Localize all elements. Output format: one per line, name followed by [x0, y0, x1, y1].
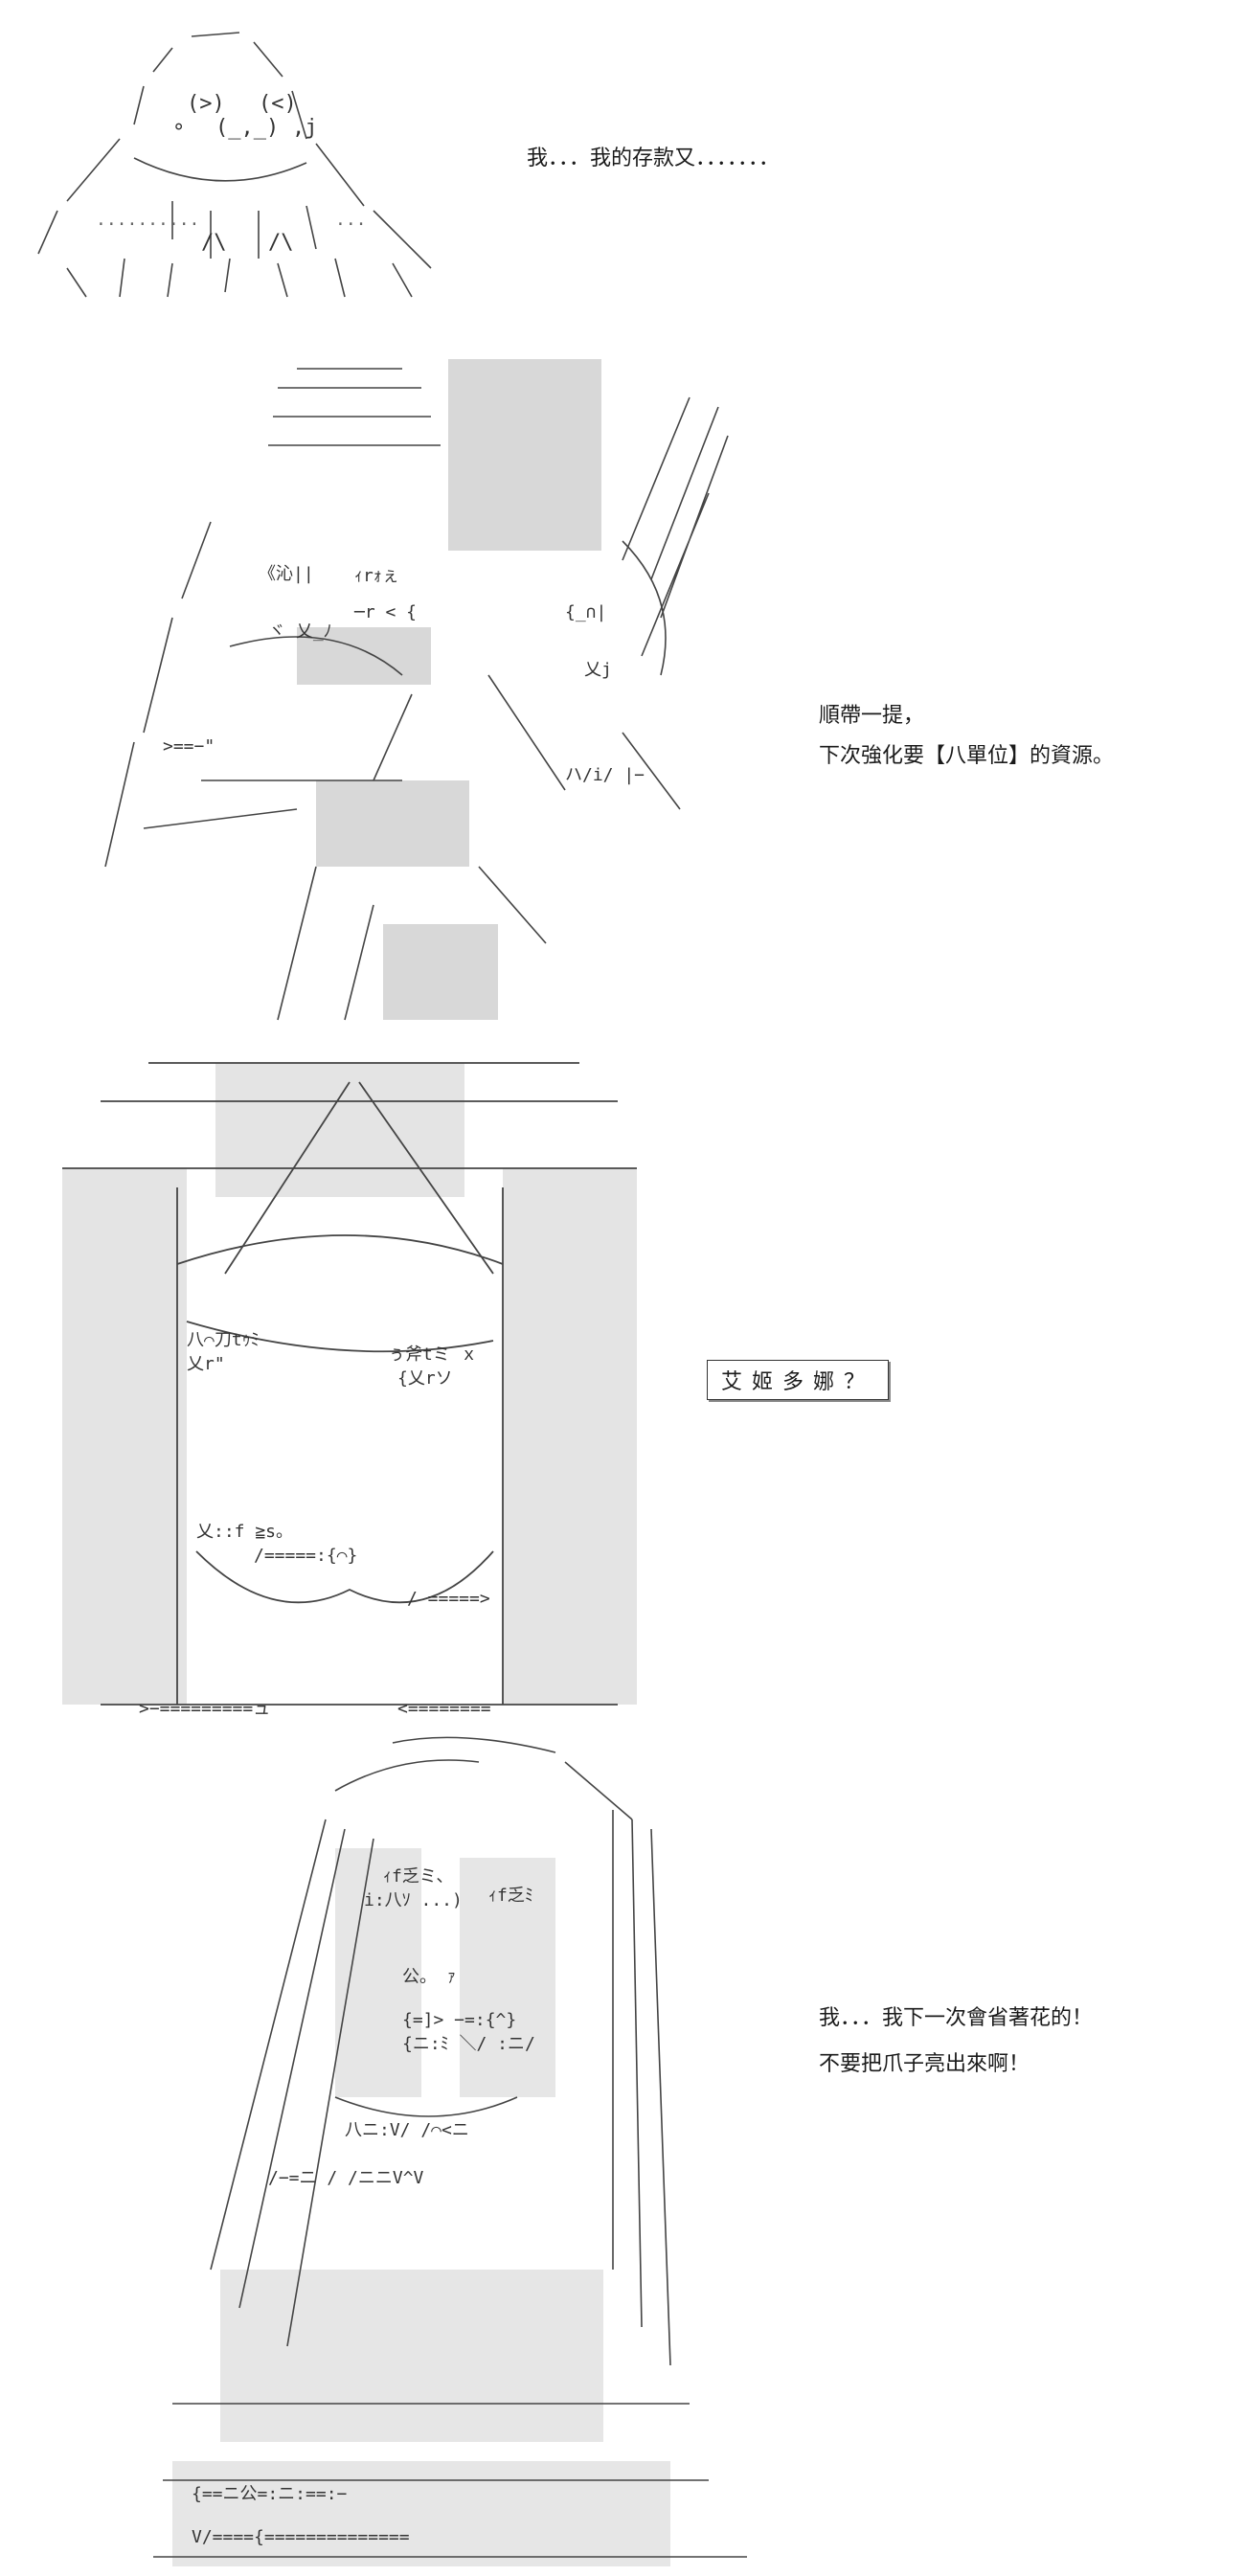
svg-text:《沁||: 《沁||: [259, 564, 314, 584]
svg-text:ぅ斧tミ ｘ: ぅ斧tミ ｘ: [388, 1344, 478, 1365]
svg-text:>==−": >==−": [163, 736, 215, 757]
caption-panel-2: 順帶一提， 下次強化要【八單位】的資源。: [819, 704, 1115, 768]
svg-text:<========: <========: [397, 1699, 491, 1719]
svg-text:{_∩|: {_∩|: [565, 602, 606, 622]
svg-text:°: °: [172, 121, 185, 145]
panel-3: 八⌒刀tｩﾐ ぅ斧tミ ｘ 乂r" {乂rソ 乂::f ≧s。 /=====:{…: [0, 1044, 1245, 1733]
caption-panel-4: 我．．．我下一次會省著花的！ 不要把爪子亮出來啊！: [819, 2006, 1094, 2076]
svg-text:(_,_): (_,_): [215, 116, 279, 140]
svg-text:{乂rソ: {乂rソ: [397, 1368, 453, 1389]
svg-text:(>): (>): [187, 92, 225, 116]
svg-text:/−=ニ / /ニニV^V: /−=ニ / /ニニV^V: [268, 2168, 424, 2188]
svg-text:{ニ:ﾐ ＼/ :ニ/: {ニ:ﾐ ＼/ :ニ/: [402, 2034, 535, 2054]
svg-text:{==ニ公=:ニ:==:−: {==ニ公=:ニ:==:−: [192, 2484, 348, 2504]
svg-text:i:八ｿ ...): i:八ｿ ...): [364, 1890, 463, 1910]
panel-2: 《沁|| ｨrｫぇ ヾ 乂_ﾉ ─r < { 乂j {_∩| >==−" ハ/i…: [0, 316, 1245, 1044]
svg-text:/\: /\: [201, 231, 227, 255]
svg-text:/\: /\: [268, 231, 294, 255]
svg-text:/ =====>: / =====>: [407, 1589, 490, 1609]
svg-text:(<): (<): [259, 92, 297, 116]
svg-text:V/===={==============: V/===={==============: [192, 2527, 410, 2547]
svg-text:/=====:{⌒}: /=====:{⌒}: [254, 1546, 357, 1566]
svg-text:,j: ,j: [292, 116, 318, 140]
character-name-box: 艾姬多娜？: [707, 1360, 890, 1400]
svg-text:乂r": 乂r": [187, 1354, 225, 1374]
svg-text:{=]> −=:{^}: {=]> −=:{^}: [402, 2010, 516, 2030]
hooded-character-ascii-art-icon: 八⌒刀tｩﾐ ぅ斧tミ ｘ 乂r" {乂rソ 乂::f ≧s。 /=====:{…: [43, 1053, 656, 1724]
puppy-character-ascii-art-icon: (>) (<) (_,_) ° ,j /\ /\ .......... ...: [29, 19, 450, 306]
svg-text:─r < {: ─r < {: [353, 602, 417, 622]
svg-text:八⌒刀tｩﾐ: 八⌒刀tｩﾐ: [187, 1330, 260, 1350]
svg-text:公。 ｧ: 公。 ｧ: [402, 1967, 456, 1987]
svg-text:...: ...: [335, 210, 367, 230]
svg-text:ハ/i/ |−: ハ/i/ |−: [565, 765, 645, 785]
svg-text:ｨf乏ミ､: ｨf乏ミ､: [383, 1866, 445, 1887]
svg-text:乂::f ≧s。: 乂::f ≧s。: [196, 1522, 293, 1542]
long-haired-character-ascii-art-icon: ｨf乏ミ､ ｨf乏ﾐ i:八ｿ ...) 公。 ｧ {=]> −=:{^} {ニ…: [153, 1733, 766, 2571]
armored-character-with-stack-ascii-art-icon: 《沁|| ｨrｫぇ ヾ 乂_ﾉ ─r < { 乂j {_∩| >==−" ハ/i…: [86, 330, 737, 1029]
caption-panel-1: 我．．．我的存款又．．．．．．．: [527, 147, 781, 170]
svg-text:..........: ..........: [96, 210, 199, 230]
panel-4: ｨf乏ミ､ ｨf乏ﾐ i:八ｿ ...) 公。 ｧ {=]> −=:{^} {ニ…: [0, 1733, 1245, 2576]
panel-1: (>) (<) (_,_) ° ,j /\ /\ .......... ... …: [0, 0, 1245, 316]
svg-text:ｨf乏ﾐ: ｨf乏ﾐ: [488, 1886, 533, 1906]
svg-text:>−=========ュ: >−=========ュ: [139, 1699, 270, 1719]
svg-text:ｨrｫぇ: ｨrｫぇ: [354, 566, 399, 586]
svg-text:乂j: 乂j: [584, 660, 612, 680]
svg-text:八ニ:V/ /⌒<ニ: 八ニ:V/ /⌒<ニ: [345, 2120, 469, 2140]
svg-text:ヾ 乂_ﾉ: ヾ 乂_ﾉ: [268, 621, 332, 642]
